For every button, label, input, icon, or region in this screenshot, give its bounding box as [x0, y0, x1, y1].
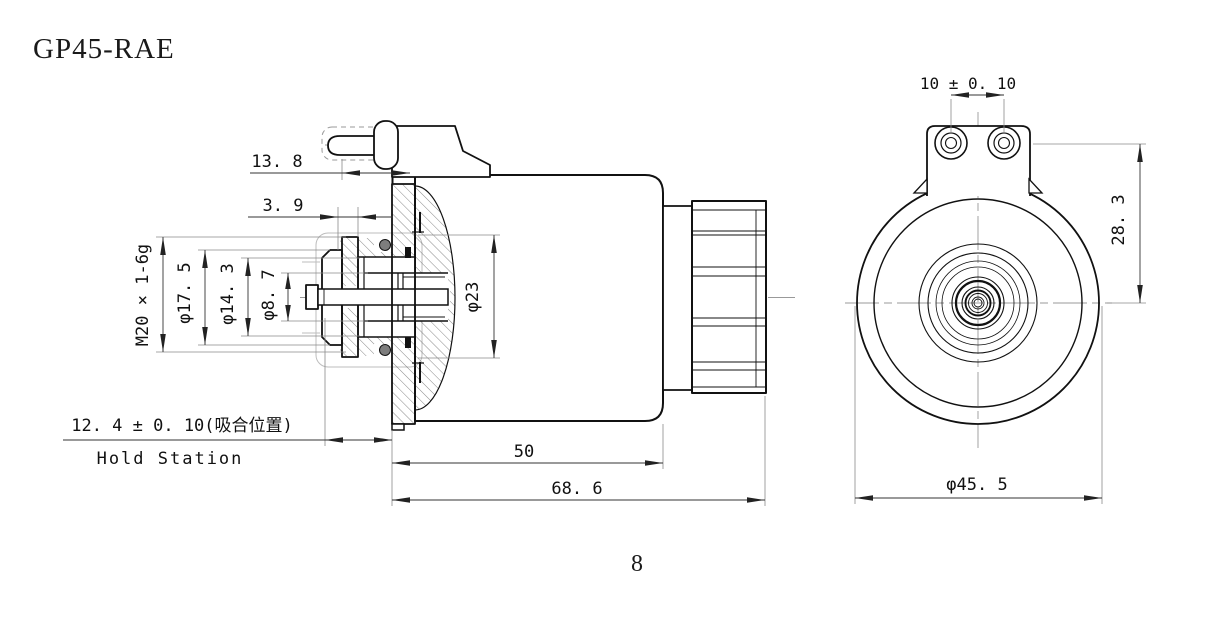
coil-body [414, 174, 664, 422]
dimensions-side: 13. 8 3. 9 M20 × 1-6g φ17. 5 φ14. 3 φ8. … [63, 152, 766, 506]
plunger-rod-end [305, 284, 319, 310]
dim-pin-travel: 13. 8 [251, 152, 302, 172]
pole-dome [414, 185, 456, 411]
tab-ear-left [912, 177, 928, 194]
dim-hold-cn: 12. 4 ± 0. 10(吸合位置) [71, 416, 293, 436]
pin-phantom-outline [321, 126, 418, 161]
connector-housing [373, 120, 491, 178]
dim-dia-23: φ23 [463, 282, 483, 313]
dim-outer-dia: φ45. 5 [946, 475, 1007, 495]
dim-dia-14-3: φ14. 3 [218, 263, 238, 324]
dim-dia-17-5: φ17. 5 [175, 262, 195, 323]
o-ring-top [379, 239, 391, 251]
plunger-rod [317, 288, 449, 306]
dim-tab-offset: 28. 3 [1109, 194, 1129, 245]
page-title: GP45-RAE [33, 33, 175, 65]
dim-len-68-6: 68. 6 [551, 479, 602, 499]
side-view [300, 120, 795, 431]
dim-len-50: 50 [514, 442, 534, 462]
dim-stroke: 3. 9 [263, 196, 304, 216]
dimensions-front: 10 ± 0. 10 28. 3 φ45. 5 [854, 74, 1146, 504]
o-ring-bottom [379, 344, 391, 356]
page-number: 8 [631, 551, 643, 577]
knurled-nut [691, 200, 767, 394]
dim-terminal-pitch: 10 ± 0. 10 [920, 74, 1016, 93]
nut-step [662, 205, 693, 391]
front-view [845, 112, 1112, 448]
dim-hold-en: Hold Station [97, 449, 244, 469]
dim-dia-8-7: φ8. 7 [259, 269, 279, 320]
plunger-pin [327, 135, 379, 156]
pin-cap [373, 120, 399, 170]
tab-ear-right [1028, 177, 1044, 194]
dim-thread: M20 × 1-6g [133, 244, 153, 346]
